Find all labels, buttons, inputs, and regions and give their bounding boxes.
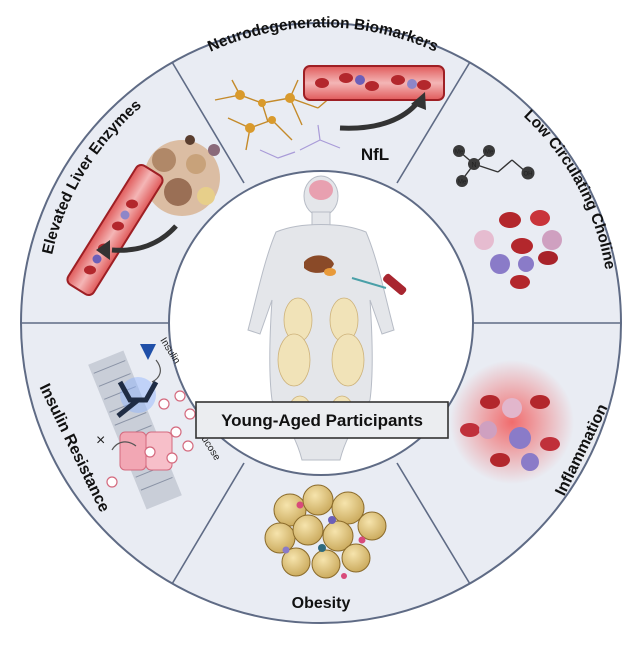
gallbladder-icon <box>324 268 336 276</box>
insulin-arrow <box>151 359 161 383</box>
receptor-stem <box>116 398 140 418</box>
brain-icon <box>309 180 333 200</box>
human-figure-icon <box>247 175 407 461</box>
blood-vessel-liver <box>66 163 164 297</box>
svg-text:Me: Me <box>485 150 494 156</box>
center-label-box <box>195 401 449 439</box>
liver-organ-icon <box>304 255 334 273</box>
svg-text:N: N <box>471 162 476 169</box>
blocked-x-icon: × <box>96 432 105 449</box>
glucose-molecules-icon <box>106 390 196 488</box>
segment-dividers <box>22 61 620 585</box>
svg-text:Me: Me <box>455 150 464 156</box>
neuro-arrow-head <box>411 92 426 110</box>
inflammation-glow <box>450 360 574 484</box>
neuro-arrow <box>339 100 420 131</box>
blood-cells-choline-icon <box>474 210 562 289</box>
adipose-tissue-icon <box>264 484 387 579</box>
liver-arrow-head <box>96 240 110 260</box>
nfl-label: NfL <box>361 145 389 164</box>
blocked-path <box>111 441 137 451</box>
inflammation-cells-icon <box>460 395 560 471</box>
insulin-icon <box>140 344 156 360</box>
svg-text:OH: OH <box>524 172 533 178</box>
glia-icon <box>259 124 341 159</box>
blood-sample-tube-icon <box>351 273 407 295</box>
center-label: Young-Aged Participants <box>221 411 423 430</box>
segment-obesity: Obesity <box>264 484 387 612</box>
svg-text:Me: Me <box>458 180 467 186</box>
obesity-label: Obesity <box>292 595 351 612</box>
neuron-bodies <box>235 90 295 133</box>
blood-vessel-neuro <box>303 65 445 101</box>
choline-molecule-icon: N Me Me Me OH <box>453 145 535 187</box>
liver-arrow <box>111 224 178 253</box>
